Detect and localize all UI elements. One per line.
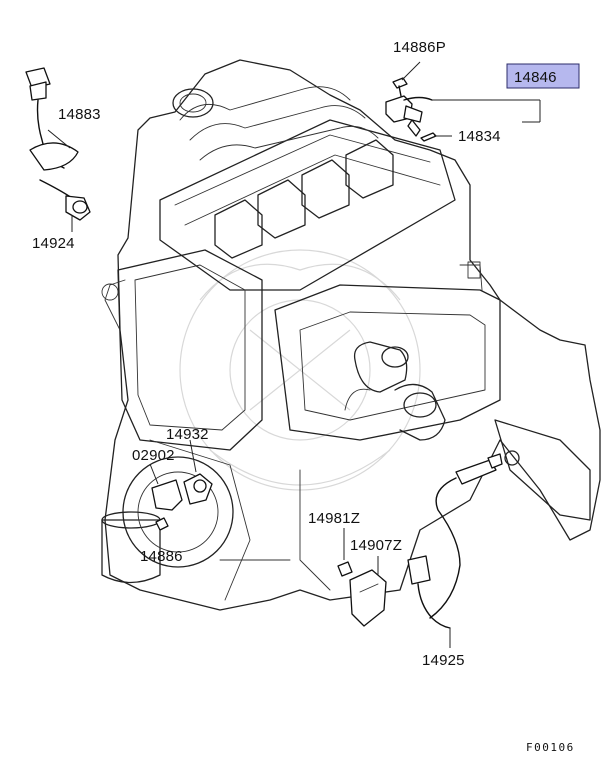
engine-assembly-drawing [101, 59, 601, 611]
label-14883[interactable]: 14883 [58, 106, 101, 123]
label-14925[interactable]: 14925 [422, 652, 465, 669]
label-14932[interactable]: 14932 [166, 426, 209, 443]
label-14886[interactable]: 14886 [140, 548, 183, 565]
oxygen-sensor-14925 [407, 453, 503, 648]
o-ring-14834 [420, 132, 452, 142]
sensor-bracket-14907Z [349, 556, 387, 627]
label-14846[interactable]: 14846 [514, 69, 557, 86]
knock-sensor-14924 [39, 179, 91, 232]
label-14907Z[interactable]: 14907Z [350, 537, 402, 554]
label-02902[interactable]: 02902 [132, 447, 175, 464]
label-14981Z[interactable]: 14981Z [308, 510, 360, 527]
label-14924[interactable]: 14924 [32, 235, 75, 252]
knock-sensor-harness-14883 [25, 67, 79, 171]
bolt-14886 [155, 517, 169, 545]
bracket-02902 [149, 463, 183, 511]
part-labels: 14886P 14846 14834 14883 14924 14932 029… [32, 39, 580, 754]
label-14886P[interactable]: 14886P [393, 39, 446, 56]
figure-code: F00106 [526, 741, 575, 754]
label-14834[interactable]: 14834 [458, 128, 501, 145]
bolt-14886P [392, 61, 421, 97]
label-14846-highlight [506, 63, 580, 89]
nut-14981Z [337, 528, 353, 577]
camshaft-position-sensor-14846 [385, 95, 541, 137]
crank-angle-sensor-14932 [183, 439, 213, 505]
